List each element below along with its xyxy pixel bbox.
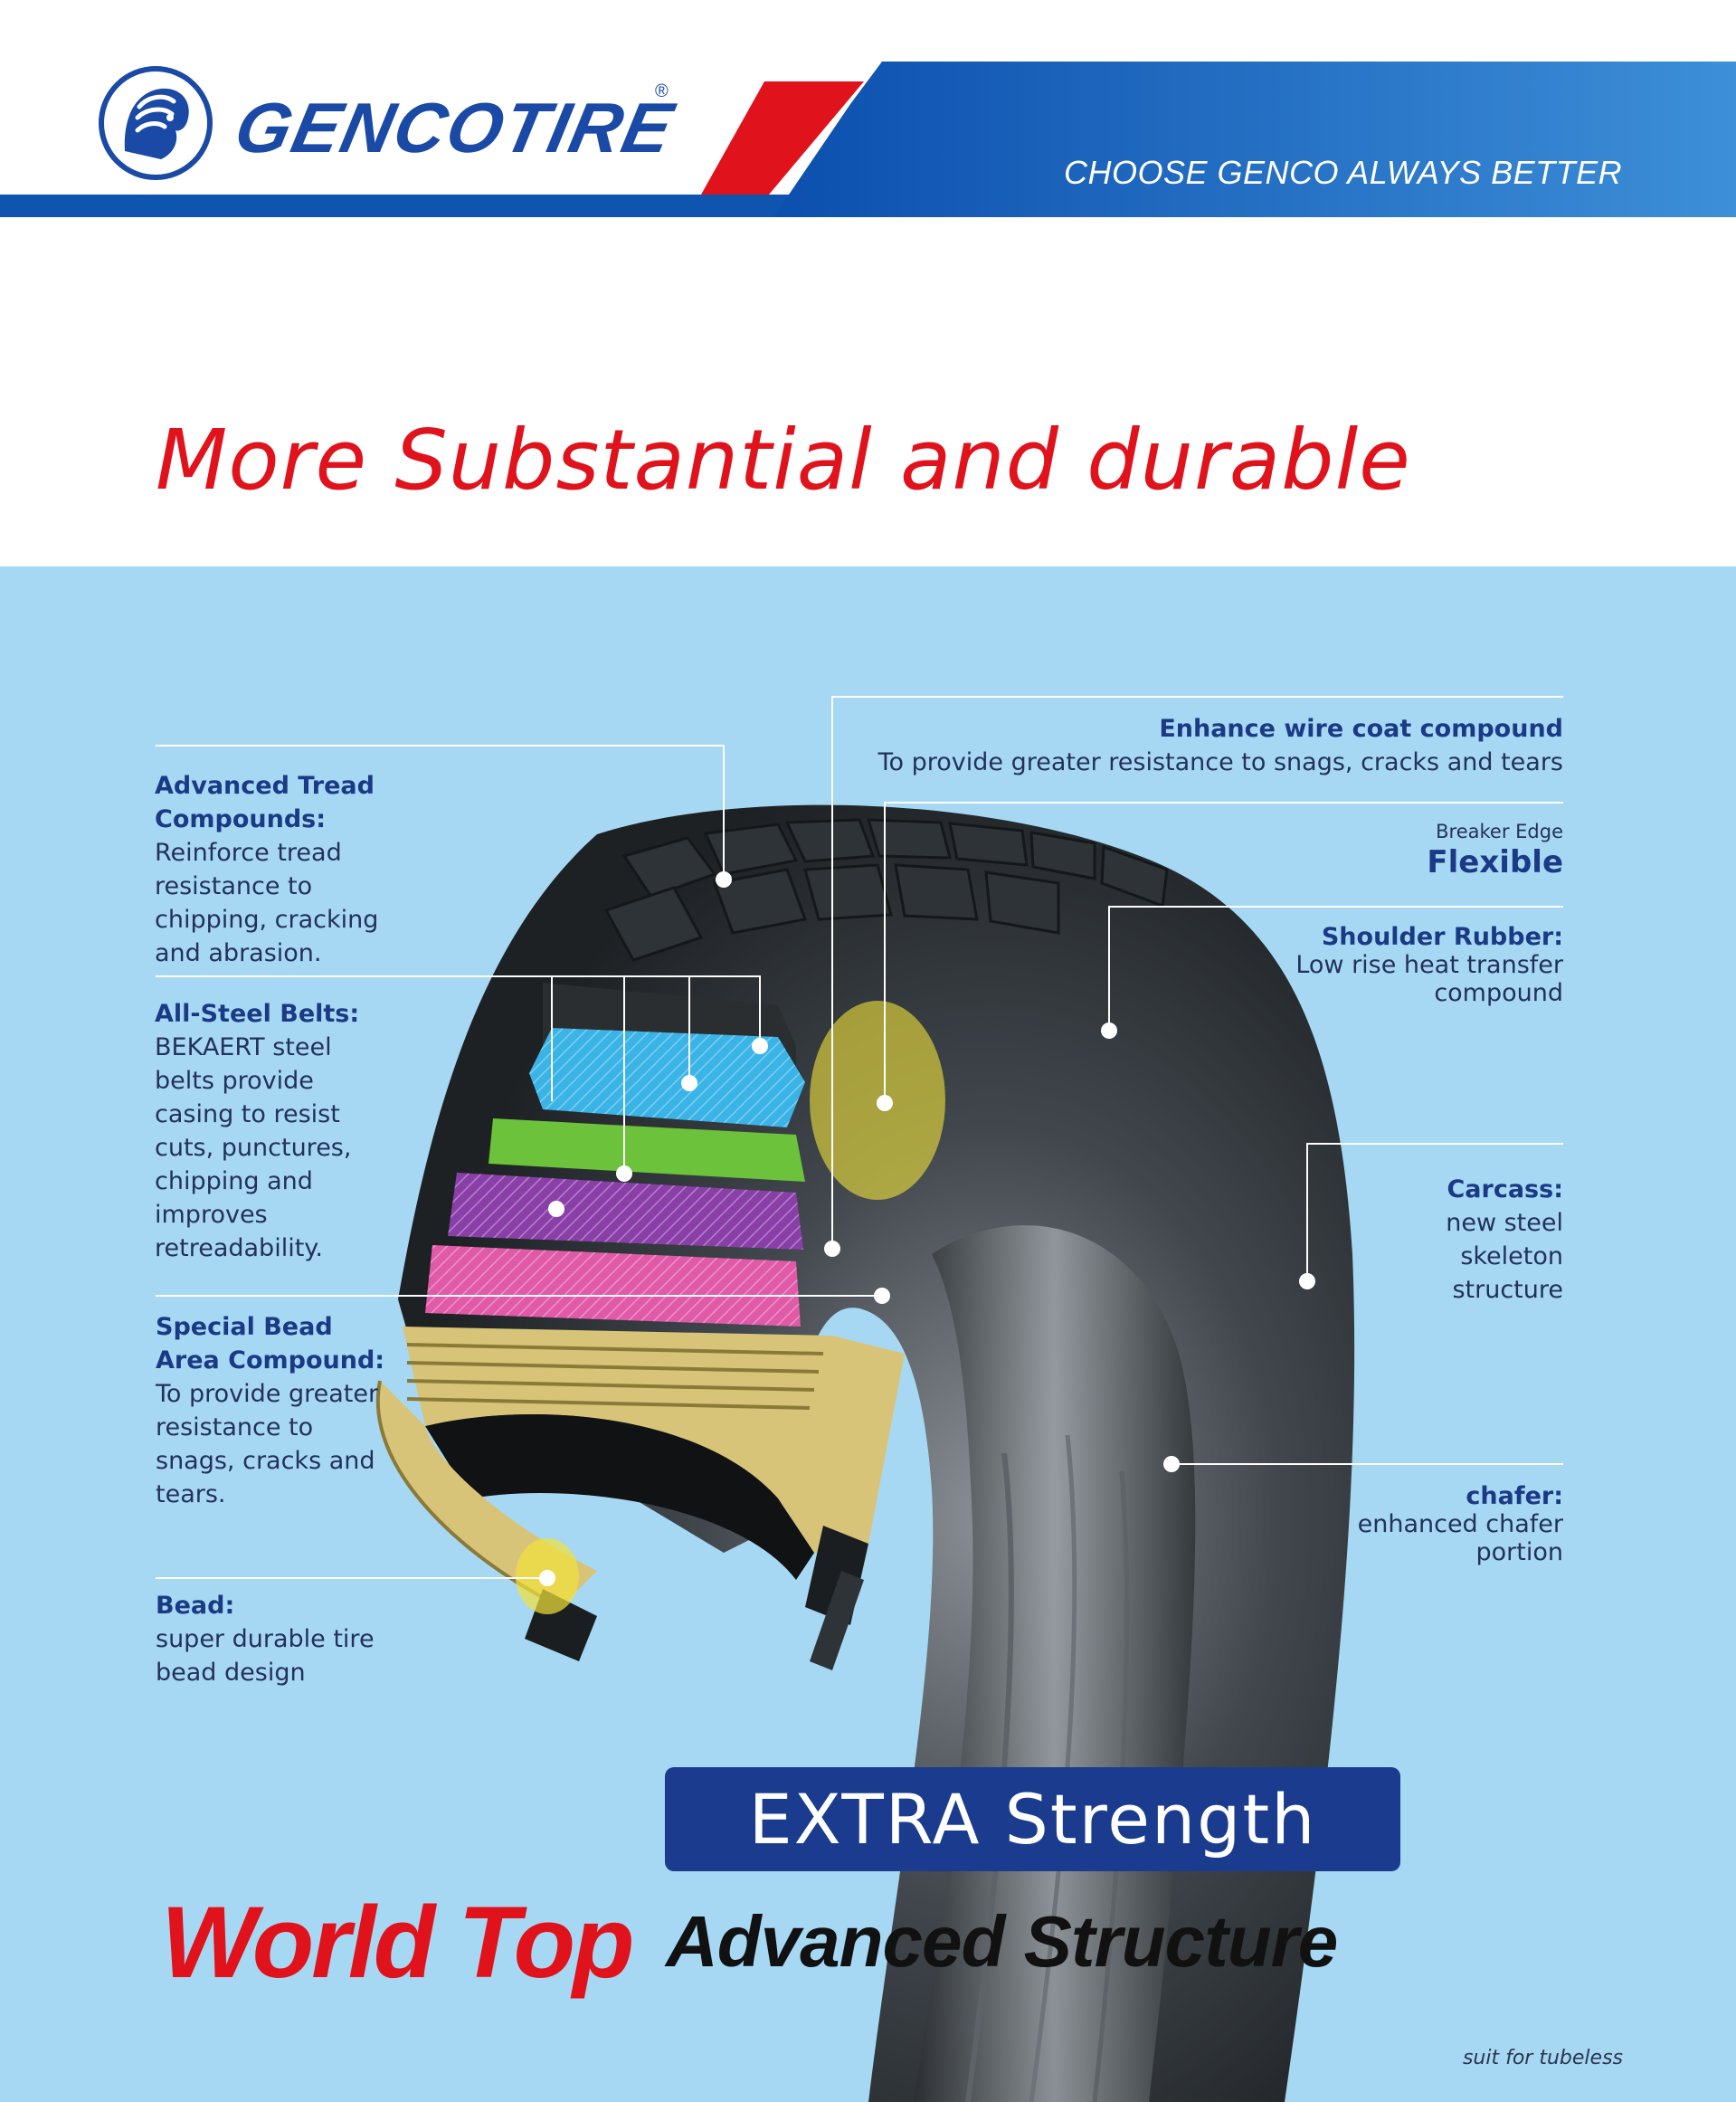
label-desc: To provide greater resistance to snags, …	[156, 1380, 379, 1508]
label-wire-coat: Enhance wire coat compound To provide gr…	[859, 712, 1563, 779]
registered-mark: ®	[655, 81, 669, 101]
lion-head-icon	[99, 66, 213, 180]
label-title: Carcass:	[1447, 1175, 1563, 1203]
label-desc: BEKAERT steel belts provide casing to re…	[155, 1033, 352, 1262]
label-title: Advanced Tread Compounds:	[155, 772, 375, 833]
label-desc: enhanced chafer portion	[1357, 1510, 1563, 1566]
label-desc: To provide greater resistance to snags, …	[877, 748, 1563, 776]
header-banner: GENCOTIRE ® CHOOSE GENCO ALWAYS BETTER	[0, 0, 1736, 226]
label-desc: Reinforce tread resistance to chipping, …	[155, 839, 379, 967]
label-title: Bead:	[156, 1592, 235, 1620]
label-shoulder-rubber: Shoulder Rubber: Low rise heat transfer …	[1266, 923, 1563, 1007]
extra-strength-badge: EXTRA Strength	[665, 1767, 1400, 1871]
label-steel-belts: All-Steel Belts: BEKAERT steel belts pro…	[155, 997, 390, 1265]
label-chafer: chafer: enhanced chafer portion	[1357, 1482, 1563, 1566]
leader-lines	[156, 696, 1563, 1579]
header-banner-graphic	[0, 62, 1736, 217]
callout-dots	[539, 871, 1315, 1586]
label-title: chafer:	[1466, 1482, 1563, 1510]
badge-text: EXTRA Strength	[748, 1779, 1317, 1859]
label-bead-area-compound: Special Bead Area Compound: To provide g…	[156, 1310, 391, 1511]
label-advanced-tread: Advanced Tread Compounds: Reinforce trea…	[155, 769, 426, 970]
label-title: All-Steel Belts:	[155, 1000, 360, 1028]
label-bead: Bead: super durable tire bead design	[156, 1589, 391, 1689]
label-desc: new steel skeleton structure	[1446, 1209, 1563, 1304]
label-breaker-edge: Breaker Edge Flexible	[1266, 820, 1563, 881]
header-slogan: CHOOSE GENCO ALWAYS BETTER	[1064, 154, 1623, 191]
page-headline: More Substantial and durable	[156, 412, 1411, 509]
label-small: Breaker Edge	[1436, 821, 1563, 842]
cutaway-layers	[376, 983, 905, 1670]
label-title: Shoulder Rubber:	[1321, 923, 1563, 951]
tread-blocks	[603, 818, 1169, 962]
label-big: Flexible	[1427, 844, 1563, 880]
label-desc: super durable tire bead design	[156, 1625, 375, 1687]
tagline-world-top: World Top	[161, 1886, 634, 1999]
tire-structure-panel: Advanced Tread Compounds: Reinforce trea…	[0, 566, 1736, 2102]
label-title: Enhance wire coat compound	[1159, 715, 1563, 743]
label-carcass: Carcass: new steel skeleton structure	[1357, 1173, 1563, 1307]
brand-name: GENCOTIRE	[228, 88, 681, 167]
footnote: suit for tubeless	[1462, 2047, 1623, 2069]
label-desc: Low rise heat transfer compound	[1295, 951, 1563, 1007]
label-title: Special Bead Area Compound:	[156, 1313, 385, 1374]
tagline-advanced-structure: Advanced Structure	[666, 1901, 1338, 1982]
